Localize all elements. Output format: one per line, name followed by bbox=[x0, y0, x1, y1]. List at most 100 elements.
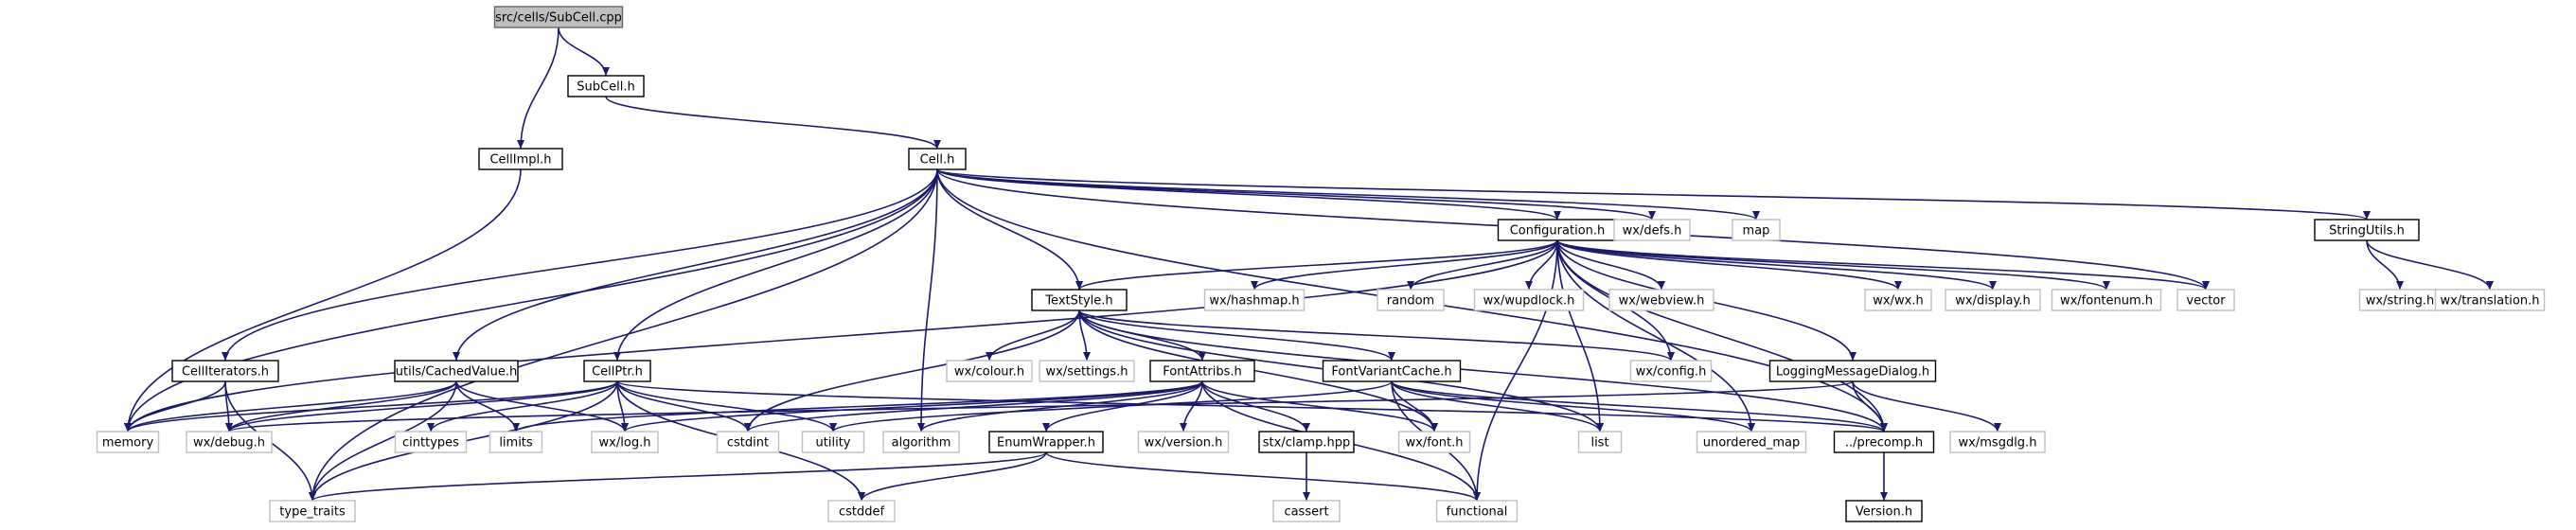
node-cellptr[interactable]: CellPtr.h bbox=[583, 360, 651, 382]
edge-fontattribs-to-wxlog bbox=[624, 380, 1203, 433]
edge-root-to-cellimpl bbox=[520, 26, 560, 150]
arrowhead-fontvariantcache-to-wxfont bbox=[1430, 423, 1438, 432]
edge-configuration-to-vector bbox=[1556, 239, 2207, 291]
edge-root-to-subcell bbox=[558, 26, 607, 77]
node-stxclamp[interactable]: stx/clamp.hpp bbox=[1258, 431, 1355, 453]
edge-cell-to-memory bbox=[127, 168, 938, 433]
node-fontvariantcache[interactable]: FontVariantCache.h bbox=[1322, 360, 1462, 382]
node-stringutils[interactable]: StringUtils.h bbox=[2314, 219, 2420, 241]
node-box-wxwx bbox=[1864, 289, 1932, 311]
edge-textstyle-to-wxfont bbox=[1078, 309, 1435, 433]
node-label-root: src/cells/SubCell.cpp bbox=[495, 11, 622, 26]
arrowhead-enumwrapper-to-typetraits bbox=[309, 492, 316, 501]
edge-configuration-to-memory bbox=[127, 239, 1558, 433]
node-cachedvalue[interactable]: utils/CachedValue.h bbox=[394, 360, 519, 382]
node-list: list bbox=[1577, 431, 1623, 453]
arrowhead-configuration-to-loggingmessagedialog bbox=[1849, 352, 1856, 361]
node-label-cstdint: cstdint bbox=[727, 436, 769, 450]
node-box-cachedvalue bbox=[394, 360, 519, 382]
node-subcell[interactable]: SubCell.h bbox=[567, 75, 645, 97]
node-label-wxcolour: wx/colour.h bbox=[954, 365, 1024, 380]
node-loggingmessagedialog[interactable]: LoggingMessageDialog.h bbox=[1768, 360, 1937, 382]
arrowhead-configuration-to-wxfontenum bbox=[2103, 281, 2110, 290]
edge-subcell-to-cell bbox=[605, 96, 938, 150]
node-box-fontvariantcache bbox=[1322, 360, 1462, 382]
edge-cell-to-celliterators bbox=[224, 168, 938, 362]
node-cellimpl[interactable]: CellImpl.h bbox=[478, 148, 563, 170]
arrowhead-configuration-to-textstyle bbox=[1075, 281, 1083, 290]
node-enumwrapper[interactable]: EnumWrapper.h bbox=[988, 431, 1104, 453]
node-label-fontattribs: FontAttribs.h bbox=[1163, 365, 1242, 380]
node-label-subcell: SubCell.h bbox=[577, 80, 634, 95]
node-fontattribs[interactable]: FontAttribs.h bbox=[1149, 360, 1255, 382]
node-box-map bbox=[1732, 219, 1781, 241]
node-box-stxclamp bbox=[1258, 431, 1355, 453]
node-label-map: map bbox=[1743, 224, 1770, 238]
arrowhead-fontattribs-to-limits bbox=[512, 423, 520, 432]
edge-textstyle-to-wxcolour bbox=[988, 309, 1080, 362]
node-label-wxversion: wx/version.h bbox=[1145, 436, 1223, 450]
arrowhead-configuration-to-wxdisplay bbox=[1989, 281, 1997, 290]
node-unorderedmap: unordered_map bbox=[1696, 431, 1807, 453]
node-label-typetraits: type_traits bbox=[279, 505, 346, 520]
edge-cellptr-to-utility bbox=[616, 380, 834, 433]
node-box-list bbox=[1577, 431, 1623, 453]
node-wxhashmap: wx/hashmap.h bbox=[1203, 289, 1306, 311]
node-wxdebug: wx/debug.h bbox=[186, 431, 273, 453]
edge-cachedvalue-to-memory bbox=[127, 380, 457, 433]
arrowhead-fontvariantcache-to-unorderedmap bbox=[1748, 423, 1755, 432]
node-label-wxwupdlock: wx/wupdlock.h bbox=[1483, 294, 1575, 309]
edge-configuration-to-precomp bbox=[1556, 239, 1885, 433]
node-functional: functional bbox=[1435, 500, 1519, 522]
node-cassert: cassert bbox=[1272, 500, 1341, 522]
arrowhead-fontattribs-to-enumwrapper bbox=[1042, 423, 1050, 432]
edge-cellptr-to-cinttypes bbox=[430, 380, 618, 433]
node-label-cellimpl: CellImpl.h bbox=[489, 153, 551, 168]
arrowhead-configuration-to-wxwupdlock bbox=[1525, 281, 1533, 290]
node-label-wxhashmap: wx/hashmap.h bbox=[1209, 294, 1299, 309]
node-label-celliterators: CellIterators.h bbox=[182, 365, 269, 380]
node-box-wxsettings bbox=[1039, 360, 1135, 382]
node-root[interactable]: src/cells/SubCell.cpp bbox=[493, 6, 624, 28]
arrowhead-fontattribs-to-algorithm bbox=[917, 423, 925, 432]
node-label-cinttypes: cinttypes bbox=[402, 436, 459, 450]
node-version[interactable]: Version.h bbox=[1845, 500, 1923, 522]
arrowhead-cell-to-cellptr bbox=[613, 352, 621, 361]
node-configuration[interactable]: Configuration.h bbox=[1497, 219, 1618, 241]
node-wxdefs: wx/defs.h bbox=[1613, 219, 1691, 241]
node-label-functional: functional bbox=[1447, 505, 1508, 520]
node-celliterators[interactable]: CellIterators.h bbox=[171, 360, 279, 382]
node-textstyle[interactable]: TextStyle.h bbox=[1031, 289, 1128, 311]
node-label-utility: utility bbox=[816, 436, 851, 450]
edge-configuration-to-wxdisplay bbox=[1556, 239, 1994, 291]
node-label-version: Version.h bbox=[1856, 505, 1912, 520]
node-cell[interactable]: Cell.h bbox=[908, 148, 967, 170]
edge-textstyle-to-precomp bbox=[1078, 309, 1885, 433]
node-precomp[interactable]: ../precomp.h bbox=[1833, 431, 1935, 453]
node-label-wxlog: wx/log.h bbox=[599, 436, 651, 450]
node-box-cellimpl bbox=[478, 148, 563, 170]
node-label-wxtranslation: wx/translation.h bbox=[2441, 294, 2540, 309]
edge-configuration-to-random bbox=[1410, 239, 1558, 291]
node-label-wxwebview: wx/webview.h bbox=[1619, 294, 1705, 309]
node-box-functional bbox=[1435, 500, 1519, 522]
node-label-cachedvalue: utils/CachedValue.h bbox=[396, 365, 517, 380]
edge-cachedvalue-to-wxlog bbox=[455, 380, 626, 433]
edge-cellptr-to-precomp bbox=[616, 380, 1885, 433]
edge-enumwrapper-to-typetraits bbox=[311, 451, 1047, 502]
node-label-memory: memory bbox=[102, 436, 154, 450]
node-memory: memory bbox=[96, 431, 160, 453]
node-label-cassert: cassert bbox=[1284, 505, 1328, 520]
node-box-root bbox=[493, 6, 624, 28]
arrowhead-configuration-to-wxhashmap bbox=[1251, 281, 1258, 290]
arrowhead-fontattribs-to-cstdint bbox=[744, 423, 752, 432]
node-label-algorithm: algorithm bbox=[892, 436, 951, 450]
arrowhead-cell-to-wxdefs bbox=[1648, 211, 1656, 220]
arrowhead-configuration-to-vector bbox=[2202, 281, 2210, 290]
arrowhead-configuration-to-wxwx bbox=[1894, 281, 1902, 290]
edge-fontvariantcache-to-list bbox=[1391, 380, 1601, 433]
node-cstddef: cstddef bbox=[827, 500, 896, 522]
arrowhead-cell-to-celliterators bbox=[222, 352, 229, 361]
edge-configuration-to-wxwx bbox=[1556, 239, 1899, 291]
edge-fontattribs-to-cstdint bbox=[747, 380, 1203, 433]
